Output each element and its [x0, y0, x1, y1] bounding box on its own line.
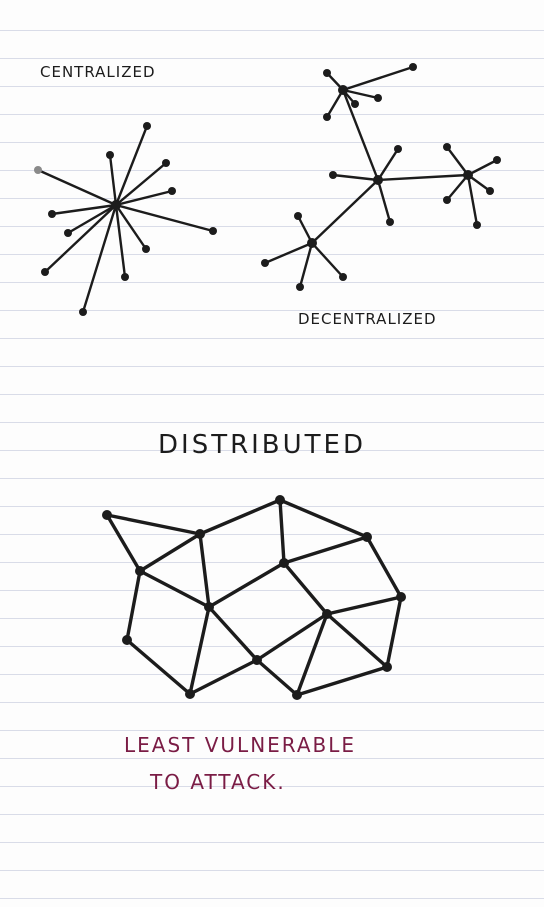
hub-node [373, 175, 383, 185]
node [362, 532, 372, 542]
node [279, 558, 289, 568]
node [294, 212, 302, 220]
node [473, 221, 481, 229]
note-line-1: Least vulnerable [124, 733, 357, 757]
node [396, 592, 406, 602]
node [79, 308, 87, 316]
node [204, 602, 214, 612]
node [351, 100, 359, 108]
node [102, 510, 112, 520]
distributed-nodes [102, 495, 406, 700]
node [394, 145, 402, 153]
node [382, 662, 392, 672]
decentralized-nodes [261, 63, 501, 291]
distributed-heading: Distributed [158, 430, 367, 460]
node [162, 159, 170, 167]
node [106, 151, 114, 159]
node [209, 227, 217, 235]
node [168, 187, 176, 195]
node [493, 156, 501, 164]
central-hub-node [111, 200, 121, 210]
node [409, 63, 417, 71]
node [323, 113, 331, 121]
node [41, 268, 49, 276]
node [443, 143, 451, 151]
note-line-2: to attack. [150, 770, 286, 794]
node [34, 166, 42, 174]
node [292, 690, 302, 700]
hub-node [463, 170, 473, 180]
node [122, 635, 132, 645]
decentralized-label: Decentralized [298, 310, 437, 328]
hub-node [307, 238, 317, 248]
node [121, 273, 129, 281]
node [329, 171, 337, 179]
node [339, 273, 347, 281]
node [143, 122, 151, 130]
node [252, 655, 262, 665]
hub-node [338, 85, 348, 95]
node [296, 283, 304, 291]
node [443, 196, 451, 204]
node [195, 529, 205, 539]
centralized-network [36, 124, 215, 314]
node [386, 218, 394, 226]
distributed-network [105, 498, 403, 697]
node [185, 689, 195, 699]
node [142, 245, 150, 253]
node [322, 609, 332, 619]
node [323, 69, 331, 77]
node [275, 495, 285, 505]
node [64, 229, 72, 237]
node [486, 187, 494, 195]
centralized-nodes [34, 122, 217, 316]
centralized-label: Centralized [40, 63, 156, 81]
node [261, 259, 269, 267]
node [374, 94, 382, 102]
node [135, 566, 145, 576]
node [48, 210, 56, 218]
